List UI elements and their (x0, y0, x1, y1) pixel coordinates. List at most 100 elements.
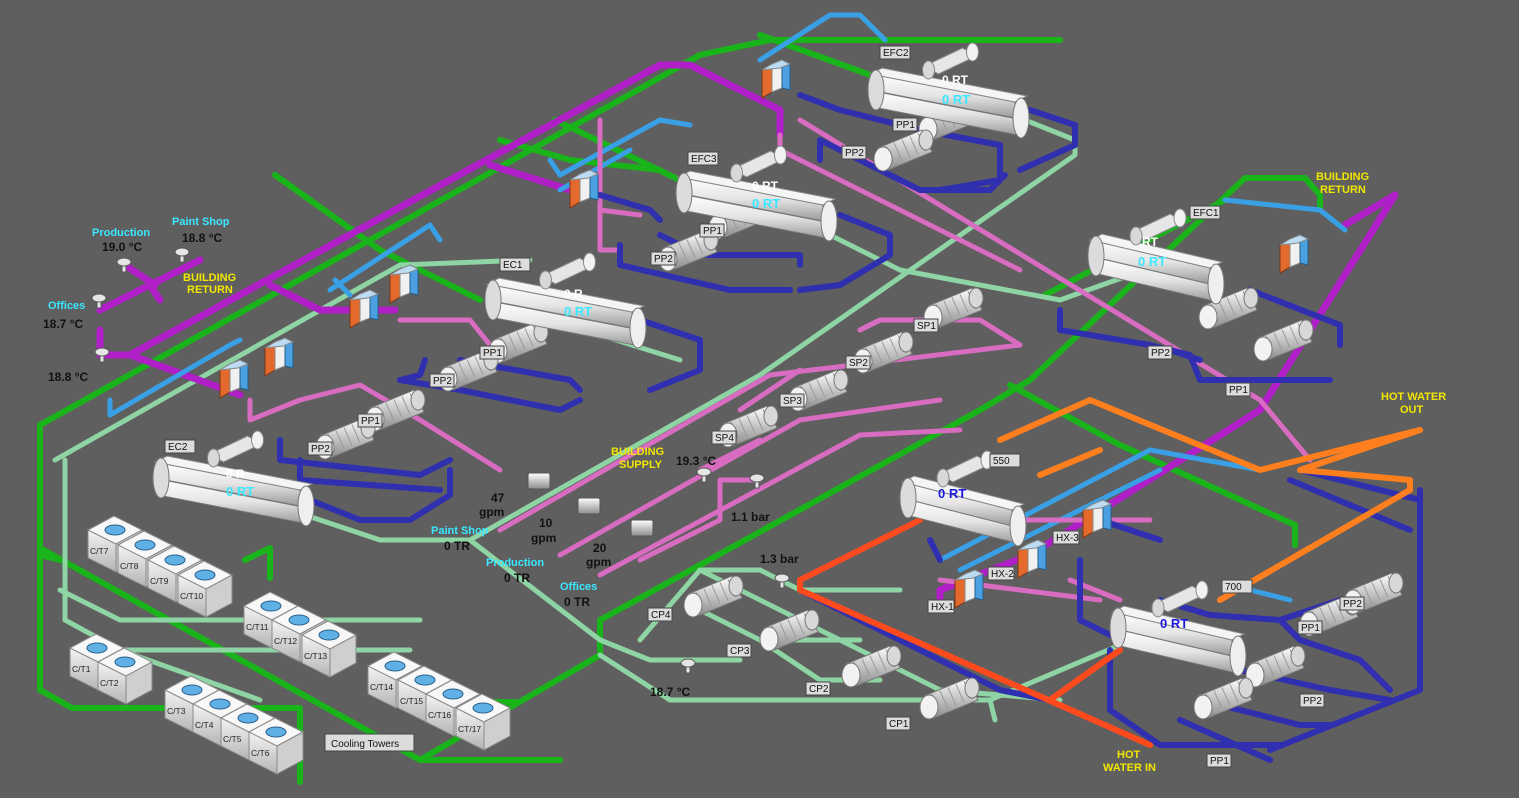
chiller-load-shadow: RT (1142, 235, 1159, 249)
fan-icon (134, 539, 156, 551)
heat-exchanger[interactable] (1082, 499, 1113, 539)
offices-return-label: Offices (48, 300, 85, 312)
pump-tag: SP4 (711, 430, 737, 445)
chiller-tag-text: EFC3 (691, 154, 717, 165)
pump-tag-text: PP2 (433, 376, 452, 387)
supply-pressure: 1.1 bar (731, 510, 770, 524)
cooling-tower-2[interactable]: C/T2 (96, 647, 154, 705)
heat-exchanger[interactable] (569, 169, 600, 209)
pump-group: PP1PP2PP1PP2PP1PP2PP1PP2SP1SP2SP3SP4PP2P… (307, 99, 1404, 768)
pump-cp2[interactable] (841, 645, 902, 688)
cooling-tower-label: C/T13 (304, 651, 327, 661)
chiller-tag: EC2 (164, 439, 196, 454)
pump-pp2[interactable] (1198, 287, 1259, 330)
pump-tag-text: PP2 (845, 148, 864, 159)
hot-water-out-pipe (997, 397, 1423, 603)
cooling-tower-12[interactable]: C/T12 (270, 605, 328, 663)
heat-exchanger[interactable] (1279, 234, 1310, 274)
pump-pp1[interactable] (1253, 319, 1314, 362)
fan-icon (194, 569, 216, 581)
paint-shop-flow-value: 47 (491, 491, 505, 505)
pump-tag-text: PP1 (703, 226, 722, 237)
heat-exchanger[interactable] (389, 264, 420, 304)
heat-exchanger[interactable] (219, 359, 250, 399)
cooling-tower-label: C/T3 (167, 706, 186, 716)
heat-exchanger[interactable] (349, 289, 380, 329)
gauge-supply-pressure[interactable] (749, 473, 765, 489)
hot-water-out-line2: OUT (1400, 404, 1424, 416)
header-return-temp: 18.8 °C (48, 370, 88, 384)
gauge-header[interactable] (94, 347, 110, 363)
pump-tag: PP1 (1297, 620, 1323, 635)
paint-shop-flow-unit: gpm (479, 505, 504, 519)
chilled-supply-pipe (107, 12, 1348, 603)
pump-pp1[interactable] (1193, 677, 1254, 720)
cooling-tower-label: C/T1 (72, 664, 91, 674)
pump-sp3[interactable] (788, 369, 849, 412)
chiller-load-shadow: 0 RT (942, 73, 969, 87)
pump-tag: PP1 (699, 223, 725, 238)
chiller-load-shadow: 0 RT (752, 179, 779, 193)
heat-exchanger[interactable] (954, 569, 985, 609)
sensor-gauges (91, 247, 790, 674)
flow-meter-paint-shop[interactable] (527, 472, 551, 490)
chiller-tag: EFC3 (687, 151, 719, 166)
fan-icon (265, 726, 287, 738)
chiller-550[interactable]: 550 0 RT (899, 450, 1027, 547)
pump-cp1[interactable] (919, 677, 980, 720)
condenser-water-pipe (37, 32, 1323, 785)
heat-exchanger[interactable] (264, 337, 295, 377)
production-flow-unit: gpm (531, 531, 556, 545)
fan-icon (164, 554, 186, 566)
cooling-tower-6[interactable]: C/T6 (247, 717, 305, 775)
production-return-temp: 19.0 °C (102, 240, 142, 254)
paint-shop-supply-tr: 0 TR (444, 539, 470, 553)
gauge-supply-temp[interactable] (696, 467, 712, 483)
gauge-condenser-pressure[interactable] (774, 573, 790, 589)
pump-tag: PP1 (1225, 382, 1251, 397)
pump-cp4[interactable] (683, 575, 744, 618)
hx-3-tag-text: HX-3 (1056, 533, 1079, 544)
building-return-right-line1: BUILDING (1316, 171, 1369, 183)
heat-exchanger[interactable] (761, 59, 792, 99)
condenser-temp: 18.7 °C (650, 685, 690, 699)
fan-icon (209, 698, 231, 710)
cooling-tower-label: C/T14 (370, 682, 393, 692)
flow-meter-production[interactable] (577, 497, 601, 515)
cooling-tower-10[interactable]: C/T10 (176, 560, 234, 618)
gauge-production[interactable] (116, 257, 132, 273)
fan-icon (442, 688, 464, 700)
cooling-tower-13[interactable]: C/T13 (300, 620, 358, 678)
heat-exchanger[interactable] (1017, 539, 1048, 579)
pump-tag-text: PP2 (1303, 696, 1322, 707)
pump-tag-text: SP4 (715, 433, 734, 444)
chiller-load: 0 RT (942, 92, 970, 107)
pump-tag: SP2 (845, 355, 871, 370)
gauge-paint-shop[interactable] (174, 247, 190, 263)
chiller-efc2[interactable]: EFC2 0 RT 0 RT (867, 42, 1030, 139)
fan-icon (181, 684, 203, 696)
chiller-tag-text: 550 (993, 456, 1010, 467)
flow-meter-offices[interactable] (630, 519, 654, 537)
building-supply-line1: BUILDING (611, 446, 664, 458)
gauge-condenser-temp[interactable] (680, 658, 696, 674)
gauge-offices[interactable] (91, 293, 107, 309)
text-labels: Production 19.0 °C Paint Shop 18.8 °C Of… (43, 171, 1446, 774)
chiller-tag-text: EFC2 (883, 48, 909, 59)
pump-pp2[interactable] (873, 129, 934, 172)
offices-supply-tr: 0 TR (564, 595, 590, 609)
cooling-tower-17[interactable]: CT/17 (454, 693, 512, 751)
production-supply-tr: 0 TR (504, 571, 530, 585)
cooling-tower-label: C/T15 (400, 696, 423, 706)
chiller-load: 0 RT (938, 486, 966, 501)
cooling-tower-label: C/T7 (90, 546, 109, 556)
svg-text:Cooling Towers: Cooling Towers (331, 739, 399, 750)
pump-cp3[interactable] (759, 609, 820, 652)
